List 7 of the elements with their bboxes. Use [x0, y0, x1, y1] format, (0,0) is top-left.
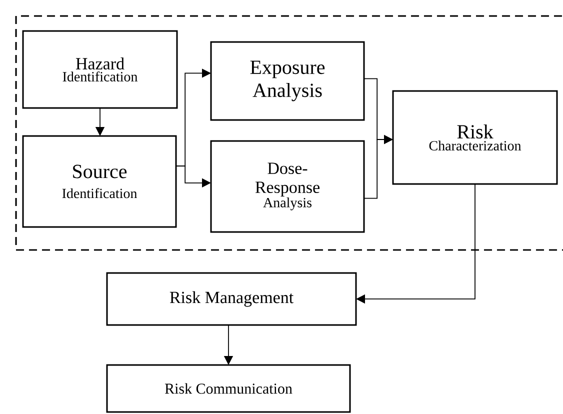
process-box: Risk Management [106, 272, 357, 326]
process-box: Risk Characterization [392, 90, 558, 185]
process-box: Source Identification [22, 135, 177, 228]
process-box: Dose-Response Analysis [210, 140, 365, 233]
process-box: Risk Communication [106, 364, 351, 413]
process-box: Hazard Identification [22, 30, 178, 109]
process-box: Exposure Analysis [210, 41, 365, 121]
